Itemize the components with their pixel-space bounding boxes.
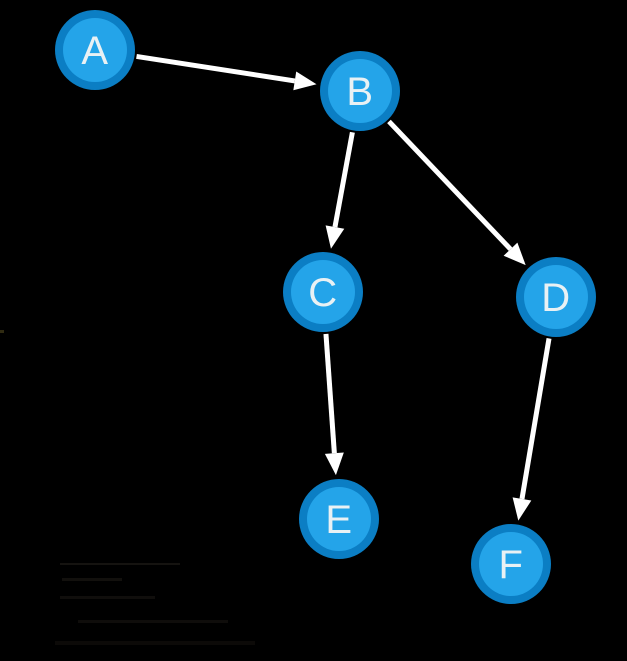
edge-line (519, 338, 552, 500)
edge-A-B (136, 53, 317, 91)
edge-arrowhead-icon (512, 497, 532, 521)
background-artifact (60, 596, 155, 599)
node-body (479, 532, 543, 596)
node-body (307, 487, 371, 551)
edge-arrowhead-icon (503, 242, 526, 266)
node-label: E (325, 498, 352, 542)
edge-B-C (325, 131, 355, 249)
node-E[interactable]: E (299, 479, 379, 559)
edge-C-E (323, 333, 344, 476)
edge-line (387, 119, 513, 251)
edge-line (136, 53, 296, 84)
node-body (524, 265, 588, 329)
background-artifact (62, 578, 122, 581)
node-body (328, 59, 392, 123)
background-artifact (55, 641, 255, 645)
node-F[interactable]: F (471, 524, 551, 604)
background-artifact (60, 563, 180, 565)
edge-line (332, 131, 355, 228)
edge-arrowhead-icon (293, 71, 317, 91)
background-artifact (0, 330, 4, 333)
edge-line (323, 333, 337, 454)
edge-B-D (387, 119, 526, 266)
edge-D-F (512, 338, 552, 521)
node-label: A (81, 29, 108, 73)
node-B[interactable]: B (320, 51, 400, 131)
node-label: D (541, 276, 570, 320)
edge-arrowhead-icon (324, 452, 344, 476)
node-A[interactable]: A (55, 10, 135, 90)
node-D[interactable]: D (516, 257, 596, 337)
node-body (63, 18, 127, 82)
background-artifact (78, 620, 228, 623)
node-C[interactable]: C (283, 252, 363, 332)
node-body (291, 260, 355, 324)
edge-arrowhead-icon (325, 225, 345, 249)
node-label: C (308, 271, 337, 315)
node-label: F (499, 543, 524, 587)
node-label: B (346, 70, 373, 114)
